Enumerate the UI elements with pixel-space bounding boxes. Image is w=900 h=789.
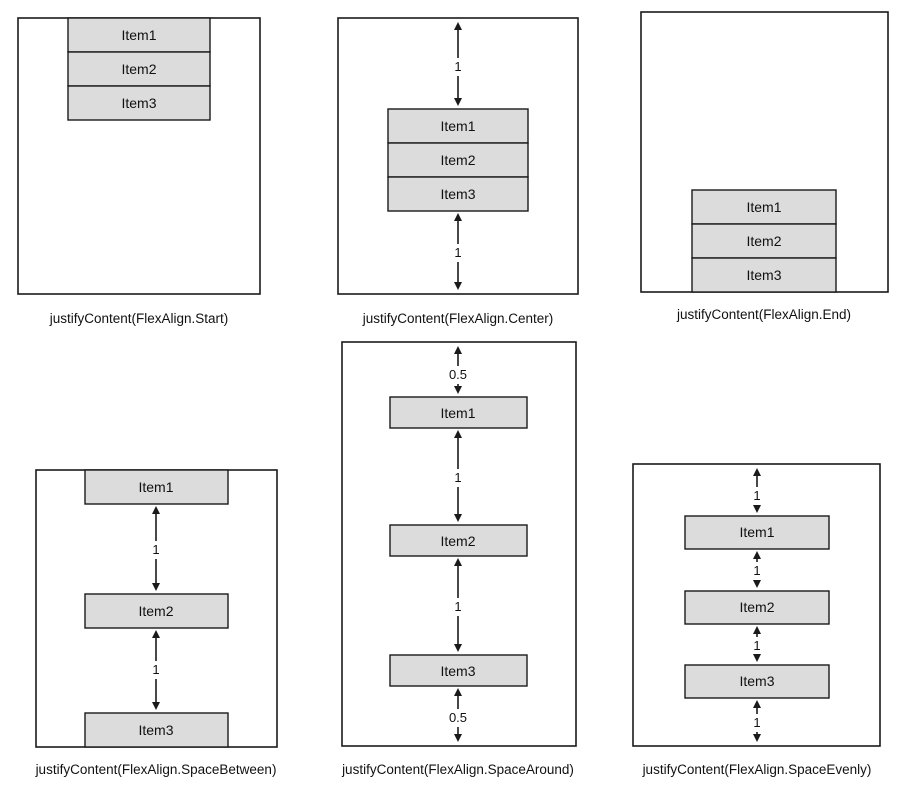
- panel-caption: justifyContent(FlexAlign.SpaceBetween): [35, 762, 277, 777]
- panel-caption: justifyContent(FlexAlign.Start): [49, 311, 229, 326]
- gap-arrow: 1: [753, 468, 761, 513]
- item-box: Item3: [389, 654, 528, 687]
- item-box: Item1: [387, 108, 529, 144]
- arrowhead-up-icon: [753, 468, 761, 476]
- svg-text:Item2: Item2: [138, 603, 173, 619]
- svg-text:1: 1: [152, 662, 159, 677]
- panel-space-between: Item1 Item2 Item3 1 1 justifyContent(Fle…: [35, 469, 278, 777]
- item-box: Item1: [84, 469, 229, 505]
- panel-caption: justifyContent(FlexAlign.End): [676, 307, 851, 322]
- arrowhead-down-icon: [753, 505, 761, 513]
- item-box: Item2: [67, 51, 211, 87]
- item-box: Item3: [684, 664, 830, 699]
- arrowhead-down-icon: [454, 98, 462, 106]
- item-box: Item2: [84, 593, 229, 629]
- panel-start: Item1 Item2 Item3 justifyContent(FlexAli…: [17, 17, 261, 326]
- item-box: Item1: [684, 515, 830, 550]
- arrowhead-down-icon: [753, 654, 761, 662]
- svg-text:1: 1: [454, 59, 461, 74]
- arrowhead-down-icon: [454, 282, 462, 290]
- item-box: Item2: [684, 590, 830, 625]
- svg-text:1: 1: [753, 488, 760, 503]
- panel-space-evenly: Item1 Item2 Item3 1 1 1 1 justifyContent…: [632, 463, 881, 777]
- svg-text:Item2: Item2: [739, 599, 774, 615]
- arrowhead-up-icon: [753, 700, 761, 708]
- svg-text:Item2: Item2: [121, 61, 156, 77]
- svg-text:Item1: Item1: [138, 479, 173, 495]
- svg-text:Item2: Item2: [440, 152, 475, 168]
- item-box: Item3: [387, 176, 529, 212]
- svg-text:Item2: Item2: [746, 233, 781, 249]
- item-box: Item3: [84, 712, 229, 748]
- svg-text:1: 1: [753, 715, 760, 730]
- item-box: Item1: [67, 17, 211, 53]
- gap-arrow: 1: [454, 430, 462, 522]
- item-box: Item3: [691, 257, 837, 293]
- arrowhead-down-icon: [454, 514, 462, 522]
- arrowhead-down-icon: [454, 734, 462, 742]
- item-box: Item1: [389, 396, 528, 429]
- arrowhead-up-icon: [454, 22, 462, 30]
- item-box: Item2: [387, 142, 529, 178]
- item-box: Item2: [691, 223, 837, 259]
- svg-text:Item3: Item3: [746, 267, 781, 283]
- svg-text:Item3: Item3: [440, 663, 475, 679]
- gap-arrow: 0.5: [449, 346, 467, 394]
- arrowhead-up-icon: [454, 558, 462, 566]
- arrowhead-down-icon: [753, 580, 761, 588]
- svg-text:1: 1: [753, 563, 760, 578]
- svg-text:0.5: 0.5: [449, 367, 467, 382]
- gap-arrow: 1: [454, 558, 462, 652]
- gap-arrow: 1: [753, 626, 761, 662]
- item-box: Item1: [691, 189, 837, 225]
- panel-space-around: Item1 Item2 Item3 0.5 1 1 0.5 justifyCon…: [341, 341, 577, 777]
- gap-arrow: 1: [454, 213, 462, 290]
- item-box: Item3: [67, 85, 211, 121]
- svg-text:Item1: Item1: [440, 405, 475, 421]
- gap-arrow: 1: [753, 700, 761, 742]
- svg-text:Item1: Item1: [440, 118, 475, 134]
- arrowhead-down-icon: [152, 702, 160, 710]
- gap-arrow: 1: [152, 506, 160, 591]
- arrowhead-down-icon: [152, 583, 160, 591]
- arrowhead-up-icon: [454, 430, 462, 438]
- gap-arrow: 0.5: [449, 688, 467, 742]
- arrowhead-up-icon: [753, 626, 761, 634]
- svg-text:1: 1: [454, 470, 461, 485]
- panel-caption: justifyContent(FlexAlign.Center): [362, 311, 554, 326]
- svg-text:0.5: 0.5: [449, 710, 467, 725]
- panel-end: Item1 Item2 Item3 justifyContent(FlexAli…: [640, 11, 889, 322]
- svg-text:Item3: Item3: [138, 722, 173, 738]
- arrowhead-up-icon: [454, 346, 462, 354]
- gap-arrow: 1: [152, 630, 160, 710]
- panel-center: Item1 Item2 Item3 1 1 justifyContent(Fle…: [337, 17, 579, 326]
- arrowhead-down-icon: [454, 644, 462, 652]
- gap-arrow: 1: [753, 551, 761, 588]
- panel-caption: justifyContent(FlexAlign.SpaceAround): [341, 762, 574, 777]
- arrowhead-up-icon: [454, 688, 462, 696]
- svg-text:1: 1: [152, 542, 159, 557]
- svg-text:Item3: Item3: [739, 673, 774, 689]
- svg-text:Item3: Item3: [440, 186, 475, 202]
- svg-text:1: 1: [454, 245, 461, 260]
- svg-text:Item1: Item1: [746, 199, 781, 215]
- svg-text:Item3: Item3: [121, 95, 156, 111]
- gap-arrow: 1: [454, 22, 462, 106]
- arrowhead-up-icon: [753, 551, 761, 559]
- arrowhead-down-icon: [454, 386, 462, 394]
- arrowhead-down-icon: [753, 734, 761, 742]
- svg-text:Item1: Item1: [739, 524, 774, 540]
- svg-text:Item1: Item1: [121, 27, 156, 43]
- arrowhead-up-icon: [454, 213, 462, 221]
- svg-text:Item2: Item2: [440, 533, 475, 549]
- svg-text:1: 1: [454, 599, 461, 614]
- svg-text:1: 1: [753, 638, 760, 653]
- arrowhead-up-icon: [152, 630, 160, 638]
- arrowhead-up-icon: [152, 506, 160, 514]
- panel-caption: justifyContent(FlexAlign.SpaceEvenly): [642, 762, 872, 777]
- item-box: Item2: [389, 524, 528, 557]
